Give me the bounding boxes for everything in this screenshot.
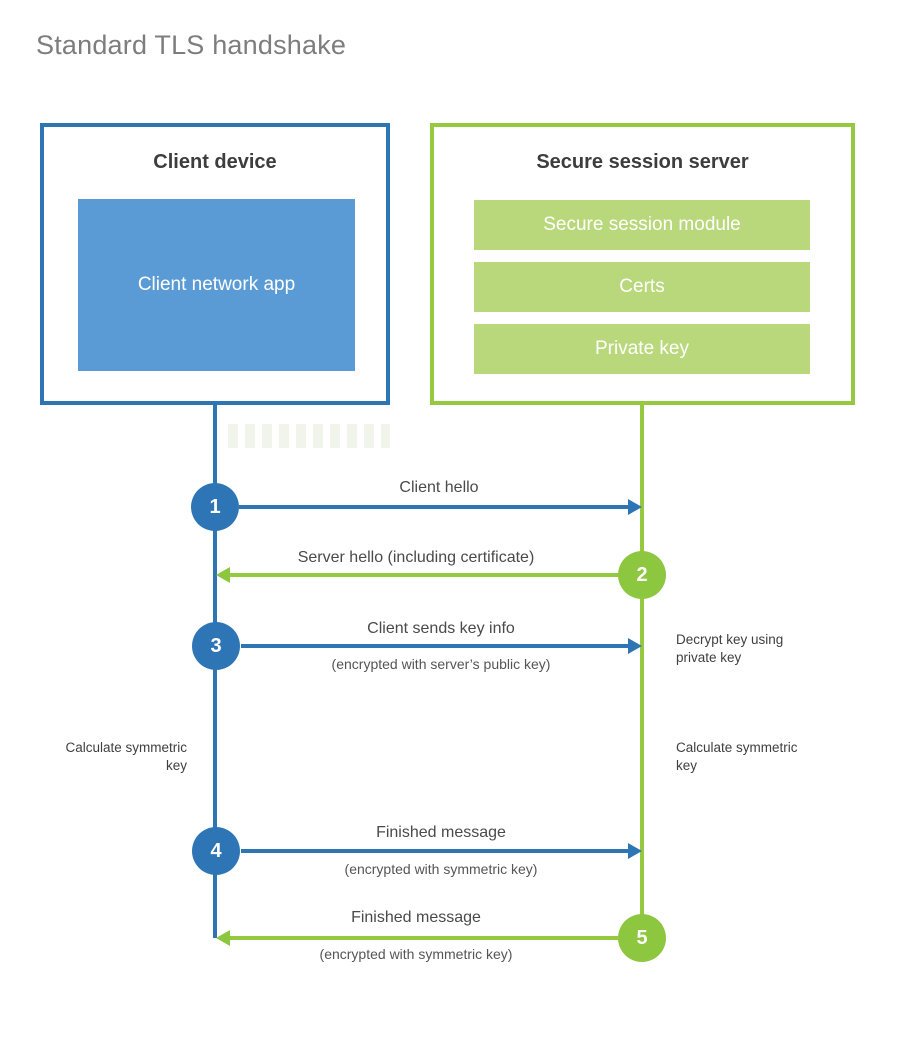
server-lifeline [640, 404, 644, 938]
client-device-box: Client device Client network app [40, 123, 390, 405]
secure-session-server-box: Secure session server Secure session mod… [430, 123, 855, 405]
step2-circle: 2 [618, 551, 666, 599]
client-network-app-label: Client network app [137, 274, 296, 296]
arrowhead-right-icon [628, 843, 642, 859]
server-module-private-key: Private key [474, 324, 810, 374]
server-module-certs: Certs [474, 262, 810, 312]
step1-label: Client hello [399, 479, 479, 496]
server-modules: Secure session module Certs Private key [474, 200, 810, 374]
arrowhead-right-icon [628, 638, 642, 654]
step4-arrow [241, 843, 642, 859]
ghost-dashes-artifact [228, 424, 390, 448]
step2-arrow [216, 567, 618, 583]
arrowhead-left-icon [216, 567, 230, 583]
step1-circle: 1 [191, 483, 239, 531]
server-module-secure-session: Secure session module [474, 200, 810, 250]
step5-circle: 5 [618, 914, 666, 962]
client-network-app-block: Client network app [78, 199, 355, 371]
step2-label: Server hello (including certificate) [297, 549, 535, 566]
page-title: Standard TLS handshake [36, 30, 347, 60]
step4-circle: 4 [192, 827, 240, 875]
decrypt-key-note: Decrypt key using private key [676, 632, 784, 666]
step3-circle: 3 [192, 622, 240, 670]
step5-label: Finished message [351, 909, 481, 926]
step5-arrow [216, 930, 618, 946]
calculate-symmetric-key-left: Calculate symmetric key [65, 740, 187, 774]
client-device-heading: Client device [153, 151, 277, 173]
server-heading: Secure session server [536, 151, 749, 173]
step3-label: Client sends key info [367, 620, 515, 637]
step3-arrow [241, 638, 642, 654]
step4-note: (encrypted with symmetric key) [344, 861, 538, 877]
arrowhead-right-icon [628, 499, 642, 515]
step4-label: Finished message [376, 824, 506, 841]
step5-note: (encrypted with symmetric key) [319, 946, 513, 962]
client-lifeline [213, 404, 217, 938]
step3-note: (encrypted with server’s public key) [331, 656, 551, 672]
calculate-symmetric-key-right: Calculate symmetric key [676, 740, 798, 774]
arrowhead-left-icon [216, 930, 230, 946]
step1-arrow [239, 499, 642, 515]
